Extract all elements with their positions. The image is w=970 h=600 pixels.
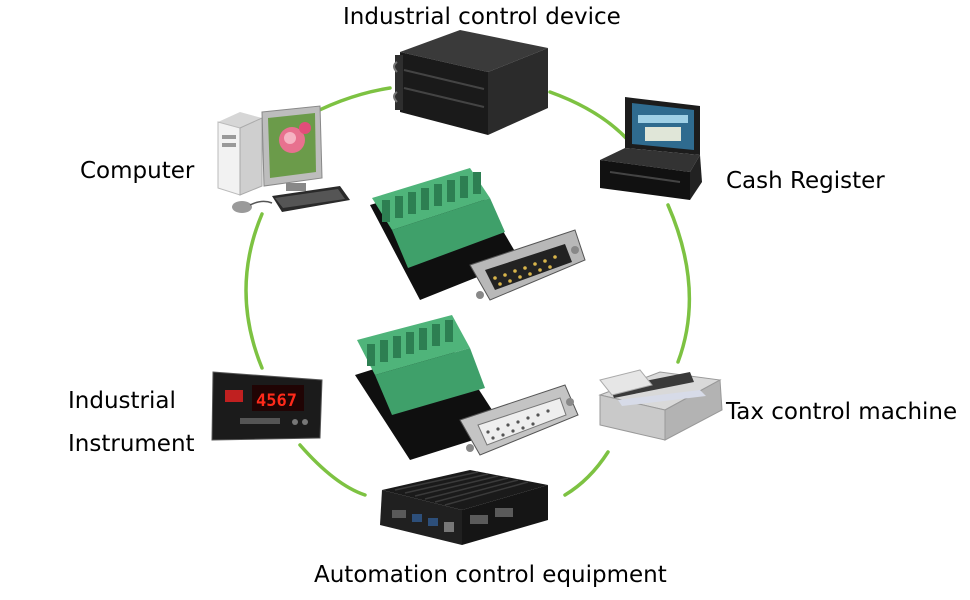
- connection-ring: [244, 86, 692, 497]
- db25-female-breakout-icon: [355, 315, 579, 460]
- fanless-pc-icon: [380, 470, 548, 545]
- ring-arc-left: [244, 212, 264, 370]
- meter-readout: 4567: [256, 391, 297, 411]
- ring-arc-top-right: [548, 90, 630, 142]
- label-instrument: Instrument: [68, 431, 195, 457]
- label-cash-register: Cash Register: [726, 168, 885, 194]
- ring-arc-bottom-left: [298, 443, 367, 497]
- label-computer: Computer: [80, 158, 195, 184]
- printer-icon: [598, 369, 723, 441]
- panel-meter-icon: 4567: [211, 371, 323, 441]
- laptop-icon: [600, 97, 702, 200]
- label-industrial-control-device: Industrial control device: [343, 4, 621, 30]
- db25-male-breakout-icon: [370, 168, 586, 301]
- server-rack-icon: [393, 30, 548, 135]
- desktop-computer-icon: [217, 105, 350, 213]
- ring-arc-right: [666, 203, 692, 364]
- label-industrial: Industrial: [68, 388, 176, 414]
- label-tax-control-machine: Tax control machine: [726, 399, 958, 425]
- ring-arc-bottom-right: [563, 450, 610, 497]
- label-automation-control-equipment: Automation control equipment: [314, 562, 667, 588]
